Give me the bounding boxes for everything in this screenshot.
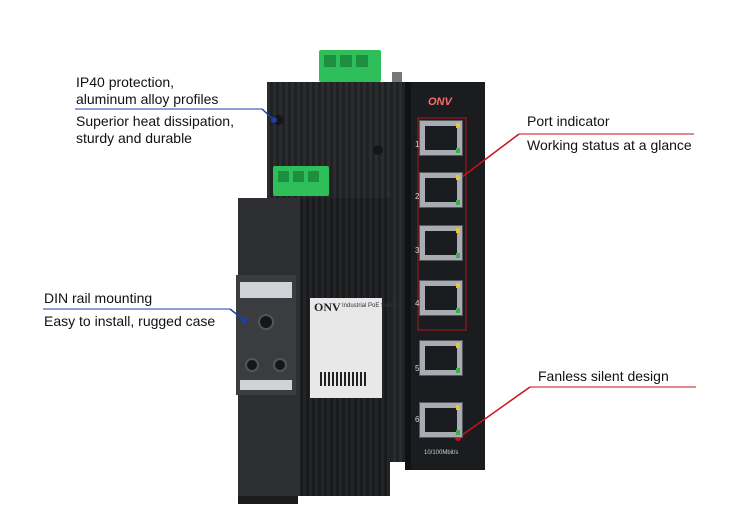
callout-heat: Superior heat dissipation, sturdy and du… <box>76 113 234 147</box>
callout-din-subtitle: Easy to install, rugged case <box>44 313 216 329</box>
port-number-4: 4 <box>415 299 420 308</box>
din-dot <box>241 317 247 323</box>
callout-protection-line1: IP40 protection, <box>76 74 175 90</box>
callout-heat-line1: Superior heat dissipation, <box>76 113 234 129</box>
callout-din-title: DIN rail mounting <box>44 290 153 306</box>
callout-port-indicator-subtitle: Working status at a glance <box>527 137 692 153</box>
ethernet-port-4 <box>419 280 463 316</box>
protection-dot <box>271 117 277 123</box>
fanless-leader <box>457 386 531 439</box>
callout-protection-line2: aluminum alloy profiles <box>76 91 219 107</box>
port-number-3: 3 <box>415 246 420 255</box>
port-number-1: 1 <box>415 140 420 149</box>
callout-heat-line2: sturdy and durable <box>76 130 192 146</box>
din-rail-clip <box>236 275 296 395</box>
speed-label: 10/100Mbit/s <box>424 450 459 456</box>
ethernet-port-6 <box>419 402 463 438</box>
callout-port-indicator-title: Port indicator <box>527 113 610 129</box>
port-number-2: 2 <box>415 192 420 201</box>
callout-protection: IP40 protection, aluminum alloy profiles <box>76 74 218 108</box>
power-terminal-front <box>273 166 329 196</box>
port-number-6: 6 <box>415 415 420 424</box>
ethernet-port-2 <box>419 172 463 208</box>
callout-fanless-title: Fanless silent design <box>538 368 669 384</box>
port-indicator-leader <box>457 133 520 181</box>
side-label-model: Industrial PoE Switch <box>342 303 399 309</box>
port-number-5: 5 <box>415 364 420 373</box>
ethernet-port-1 <box>419 120 463 156</box>
ethernet-port-3 <box>419 225 463 261</box>
ethernet-port-5 <box>419 340 463 376</box>
side-label-brand: ONV <box>314 300 341 314</box>
side-label <box>310 298 382 398</box>
power-terminal-top <box>319 50 402 82</box>
front-panel-brand: ONV <box>428 96 452 108</box>
